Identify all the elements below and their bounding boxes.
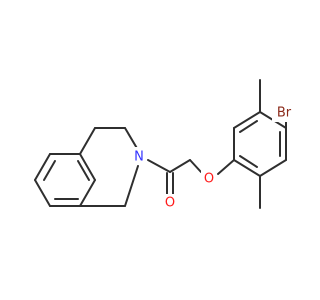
molecule-canvas: N O O Br: [34, 79, 296, 212]
bond-aryl-5: [259, 159, 287, 177]
bond-ether-o-aryl: [217, 159, 235, 175]
bond-benzo-3: [79, 153, 96, 181]
bond-aryl-inner-1: [239, 120, 258, 133]
bond-aryl-6: [233, 159, 261, 177]
bond-aryl-2: [233, 111, 261, 129]
carbonyl-oxygen-label-bg: [162, 194, 178, 212]
nitrogen-label-bg: [131, 147, 147, 165]
nitrogen-atom-label: N: [134, 150, 144, 165]
bond-ring-c4-c3: [79, 127, 96, 155]
bond-ring-n-c1: [124, 165, 139, 207]
ether-oxygen-atom-label: O: [204, 172, 214, 187]
ether-oxygen-label-bg: [201, 170, 217, 188]
bond-benzo-6: [34, 179, 51, 207]
bond-carbonyl-ch2: [169, 159, 191, 173]
bond-benzo-1: [34, 153, 51, 181]
atom-labels-group: N O O Br: [131, 104, 296, 212]
bond-ch2-ether-o: [189, 159, 202, 173]
bond-ring-c2-n: [124, 127, 139, 151]
molecule-structure-diagram: N O O Br: [34, 79, 296, 212]
bond-benzo-inner-1: [43, 160, 56, 181]
bond-n-carbonyl: [147, 159, 171, 173]
carbonyl-oxygen-atom-label: O: [165, 196, 175, 211]
bond-benzo-4: [79, 179, 96, 207]
bonds-group: [34, 79, 287, 209]
bond-aryl-inner-3: [239, 155, 258, 168]
bromine-atom-label: Br: [277, 106, 292, 121]
bond-benzo-inner-2: [77, 160, 90, 181]
bromine-label-bg: [272, 104, 296, 122]
